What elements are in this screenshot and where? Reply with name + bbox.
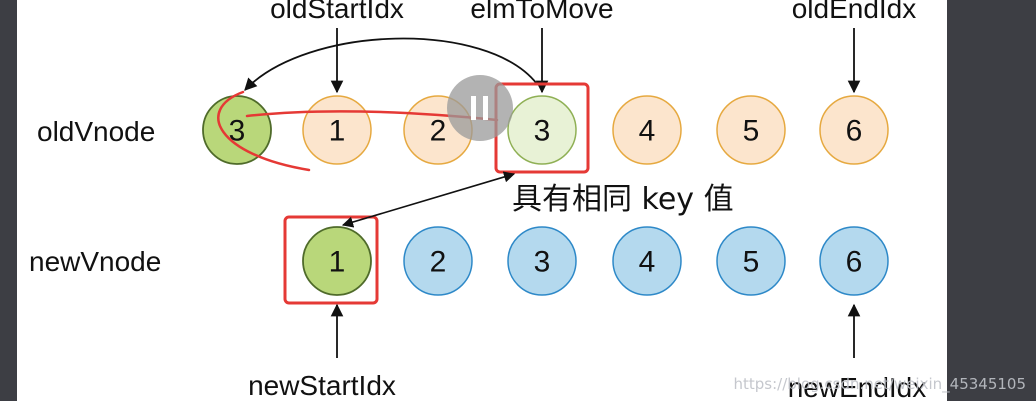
new-node-circle (819, 226, 889, 296)
new-node-value: 6 (846, 246, 863, 279)
new-end-idx-label: newEndIdx (788, 372, 927, 401)
old-node-1: 1 (302, 95, 372, 165)
old-vnode-row: 3 1 2 3 4 5 6 (202, 95, 889, 165)
old-node-circle (612, 95, 682, 165)
watermark-text: https://blog.csdn.net/weixin_45345105 (733, 375, 1026, 393)
old-node-circle (302, 95, 372, 165)
new-node-value: 4 (639, 246, 656, 279)
diagram-canvas: oldStartIdx elmToMove oldEndIdx oldVnode… (29, 0, 927, 401)
new-node-5: 6 (819, 226, 889, 296)
new-vnode-row: 1 2 3 4 5 6 (302, 226, 889, 296)
old-end-idx-label: oldEndIdx (792, 0, 917, 24)
diagram-slide: oldStartIdx elmToMove oldEndIdx oldVnode… (17, 0, 947, 401)
new-node-1: 2 (403, 226, 473, 296)
old-node-0: 3 (202, 95, 272, 165)
old-node-value: 3 (534, 115, 551, 148)
new-node-value: 1 (329, 246, 346, 279)
elm-to-move-label: elmToMove (470, 0, 613, 24)
new-node-4: 5 (716, 226, 786, 296)
old-node-3: 3 (507, 95, 577, 165)
old-vnode-label: oldVnode (37, 116, 155, 147)
old-node-circle (819, 95, 889, 165)
pause-bar-right-icon (483, 96, 488, 120)
new-vnode-label: newVnode (29, 246, 161, 277)
same-key-note: 具有相同 key 值 (512, 182, 734, 217)
new-start-highlight-box (283, 215, 379, 305)
pause-bar-left-icon (471, 96, 476, 120)
old-node-circle (716, 95, 786, 165)
old-node-value: 3 (229, 115, 246, 148)
old-node-value: 6 (846, 115, 863, 148)
new-node-0: 1 (302, 226, 372, 296)
old-node-value: 4 (639, 115, 656, 148)
pause-button[interactable] (447, 75, 513, 141)
old-node-value: 5 (743, 115, 760, 148)
move-to-front-curve-arrow (244, 37, 538, 91)
new-node-circle (302, 226, 372, 296)
new-node-circle (507, 226, 577, 296)
new-node-value: 5 (743, 246, 760, 279)
old-node-value: 2 (430, 115, 447, 148)
old-start-idx-label: oldStartIdx (270, 0, 404, 24)
old-node-6: 6 (819, 95, 889, 165)
old-node-4: 4 (612, 95, 682, 165)
new-start-idx-label: newStartIdx (248, 370, 396, 401)
new-node-3: 4 (612, 226, 682, 296)
old-node-5: 5 (716, 95, 786, 165)
new-node-value: 2 (430, 246, 447, 279)
new-node-2: 3 (507, 226, 577, 296)
new-node-circle (716, 226, 786, 296)
old-node-value: 1 (329, 115, 346, 148)
same-key-link-arrow (341, 171, 516, 228)
new-node-circle (612, 226, 682, 296)
old-node-circle (507, 95, 577, 165)
new-node-value: 3 (534, 246, 551, 279)
